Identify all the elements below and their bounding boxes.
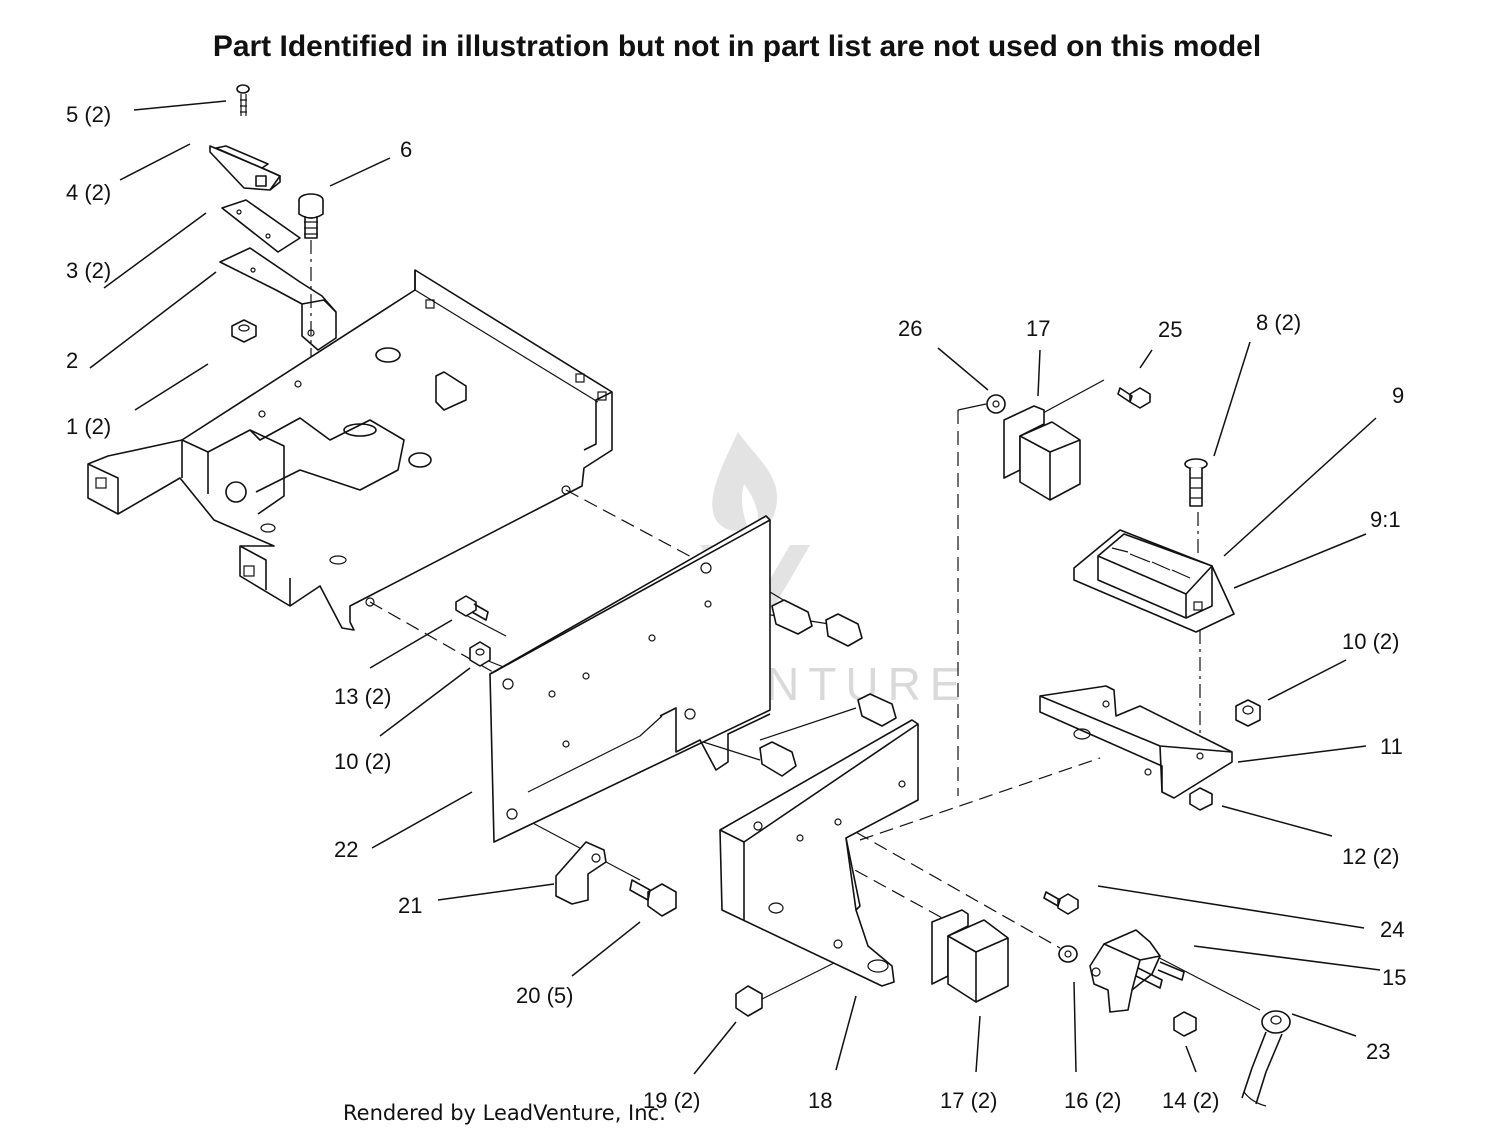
- page-title: Part Identified in illustration but not …: [213, 30, 1261, 63]
- part-15-solenoid: [1089, 929, 1185, 1013]
- callout-13: 13 (2): [334, 684, 391, 709]
- callout-2: 2: [66, 348, 78, 373]
- leader-lines: [89, 100, 1381, 1075]
- part-6-bolt: [298, 193, 324, 239]
- callout-5: 5 (2): [66, 102, 111, 127]
- part-26-washer: [986, 394, 1006, 414]
- callout-22: 22: [334, 837, 358, 862]
- part-10-nut-right: [1235, 699, 1261, 727]
- part-17-relay-upper: [1003, 405, 1081, 501]
- part-4-switch: [209, 145, 281, 191]
- callout-23: 23: [1366, 1039, 1390, 1064]
- callout-18: 18: [808, 1088, 832, 1113]
- callout-17-upper: 17: [1026, 316, 1050, 341]
- callout-19: 19 (2): [643, 1088, 700, 1113]
- callout-12: 12 (2): [1342, 844, 1399, 869]
- part-21-clip: [555, 841, 607, 905]
- part-13-bolt: [455, 595, 489, 621]
- callout-26: 26: [898, 316, 922, 341]
- callout-10-left: 10 (2): [334, 749, 391, 774]
- callout-20: 20 (5): [516, 983, 573, 1008]
- part-nut-small: [231, 319, 257, 343]
- callout-labels: 5 (2) 4 (2) 6 3 (2) 2 1 (2) 26 17 25 8 (…: [66, 102, 1406, 1113]
- callout-24: 24: [1380, 917, 1404, 942]
- callout-17-lower: 17 (2): [940, 1088, 997, 1113]
- part-8-screw: [1184, 458, 1208, 507]
- part-9-breaker-block: [1073, 529, 1235, 633]
- callout-9: 9: [1392, 383, 1404, 408]
- callout-1: 1 (2): [66, 414, 111, 439]
- part-18-angle-bracket: [719, 719, 919, 987]
- part-bolt-pair-upper: [759, 599, 897, 777]
- callout-9-1: 9:1: [1370, 507, 1401, 532]
- callout-3: 3 (2): [66, 258, 111, 283]
- part-22-mounting-plate: [489, 515, 771, 843]
- rendered-by-footer: Rendered by LeadVenture, Inc.: [343, 1101, 666, 1125]
- part-5-screw: [236, 84, 250, 116]
- callout-21: 21: [398, 893, 422, 918]
- callout-11: 11: [1380, 734, 1403, 759]
- part-19-bolt: [735, 985, 763, 1017]
- part-24-screw: [1043, 891, 1079, 915]
- callout-4: 4 (2): [66, 180, 111, 205]
- callout-6: 6: [400, 137, 412, 162]
- callout-15: 15: [1382, 965, 1406, 990]
- callout-8: 8 (2): [1256, 310, 1301, 335]
- part-23-cable: [1241, 1010, 1291, 1107]
- callout-14: 14 (2): [1162, 1088, 1219, 1113]
- part-1-base-plate: [87, 269, 613, 631]
- part-11-bracket: [1039, 685, 1233, 799]
- part-10-nut-left: [469, 641, 491, 667]
- part-14-nut: [1173, 1011, 1197, 1037]
- part-25-screw: [1117, 387, 1151, 409]
- part-3-plate: [221, 199, 301, 253]
- part-12-nut: [1189, 787, 1213, 811]
- part-17-relay-lower: [931, 909, 1009, 1003]
- part-16-washer: [1058, 945, 1078, 963]
- callout-16: 16 (2): [1064, 1088, 1121, 1113]
- part-2-bracket: [219, 247, 337, 351]
- callout-10-right: 10 (2): [1342, 629, 1399, 654]
- callout-25: 25: [1158, 317, 1182, 342]
- part-20-bolt: [629, 879, 677, 917]
